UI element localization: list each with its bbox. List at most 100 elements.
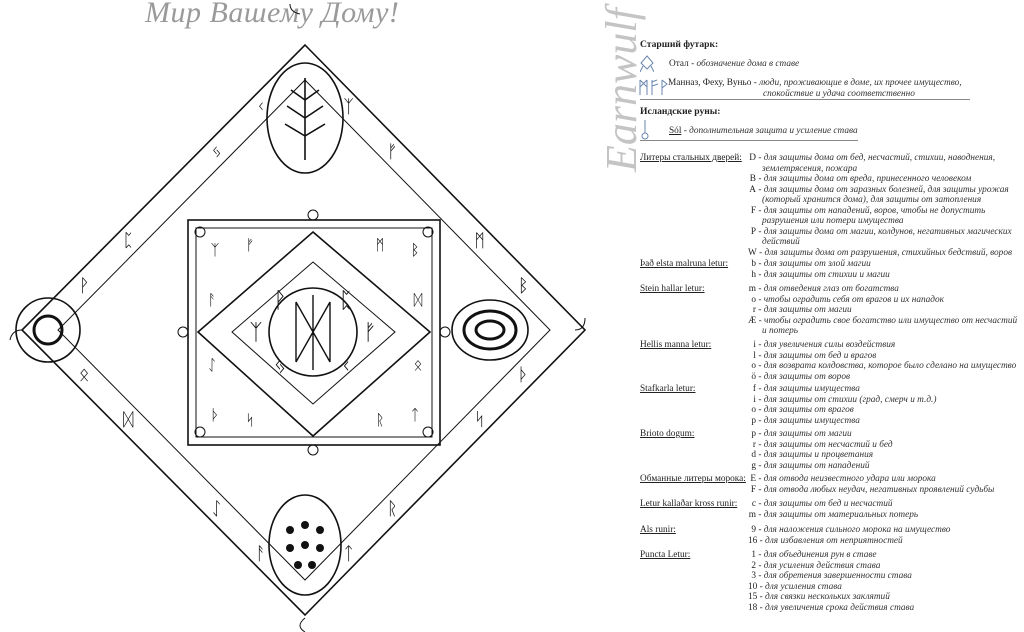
rune-glyph: ᚱ — [387, 499, 398, 520]
dot-circle-mark — [194, 226, 206, 238]
rune-glyph: ᚹ — [79, 275, 90, 296]
legend-item: 16 - для избавления от неприятностей — [748, 535, 903, 546]
dot-circle-mark — [194, 426, 206, 438]
rune-glyph: ᛋ — [245, 411, 254, 429]
legend-item: r - для защиты от магии — [752, 305, 852, 315]
top-leaf-egg — [266, 62, 344, 174]
page-title: Мир Вашему Дому! — [145, 0, 400, 29]
legend-item: b - для защиты от злой магии — [751, 259, 871, 269]
rune-glyph: ᚱ — [375, 411, 384, 429]
legend-item: h - для защиты от стихии и магии — [751, 269, 890, 280]
othala-entry: Отал - обозначение дома в ставе — [669, 59, 800, 69]
rune-glyph: ᚠ — [387, 141, 398, 162]
legend-item: F - для защиты от нападений, воров, чтоб… — [750, 205, 986, 227]
legend-item: o - чтобы оградить себя от врагов и их н… — [751, 294, 944, 305]
legend-item: P - для защиты дома от магии, колдунов, … — [750, 226, 1012, 248]
core-diamond — [231, 261, 396, 405]
rune-glyph: ᛉ — [210, 241, 219, 259]
tree-icon — [284, 78, 326, 160]
sol-entry: Sól - дополнительная защита и усиление с… — [669, 126, 858, 136]
rune-glyph: ᛈ — [339, 288, 352, 313]
rune-glyph: ᛟ — [413, 356, 422, 374]
legend-item: F - для отвода любых неудач, негативных … — [750, 484, 995, 495]
legend-item: i - для увеличения силы воздействия — [753, 340, 896, 350]
legend-item: 2 - для усиления действия става — [751, 560, 881, 571]
dot-circle-mark — [422, 226, 434, 238]
rune-glyph: ᛇ — [207, 356, 216, 374]
section-label: Обманные литеры морока: — [640, 474, 746, 484]
mannaz-entry: Манназ, Феху, Вуньо - люди, проживающие … — [668, 78, 962, 88]
rune-glyph: ᛏ — [343, 543, 354, 564]
legend-item: 10 - для усиления става — [748, 581, 842, 592]
rune-glyph: ᛃ — [273, 354, 286, 379]
legend-item: W - для защиты дома от разрушения, стихи… — [748, 247, 1013, 258]
elder-futhark-heading: Старший футарк: — [640, 39, 719, 50]
legend-item: i - для защиты от стихии (град, смерч и … — [753, 394, 937, 405]
rune-glyph: ᚨ — [207, 291, 216, 309]
section-label: Als runir: — [640, 525, 676, 535]
mannaz-entry-cont: спокойствие и удача соответственно — [763, 89, 915, 99]
dot-circle-mark — [177, 326, 189, 338]
legend-item: 3 - для обретения завершенности става — [751, 571, 912, 581]
rune-glyph: ᚠ — [363, 320, 376, 345]
rune-glyph: ᛞ — [123, 409, 134, 430]
legend-item: p - для защиты от магии — [751, 429, 852, 439]
section-label: Puncta Letur: — [640, 550, 691, 560]
rune-glyph: ᛏ — [410, 406, 419, 424]
rune-glyph: ᛗ — [474, 231, 485, 252]
rune-glyph: ᛒ — [410, 241, 419, 259]
section-label: Stein hallar letur: — [640, 284, 705, 294]
legend-item: d - для защиты и процветания — [751, 450, 874, 460]
mannaz-fehu-wunjo-runes-icon — [639, 79, 668, 95]
rune-glyph: ᛒ — [518, 275, 529, 296]
legend-item: D - для защиты дома от бед, несчастий, с… — [749, 153, 996, 174]
legend-item: m - для отведения глаз от богатства — [748, 284, 899, 294]
rune-glyph: ᛞ — [413, 291, 422, 309]
left-circle — [15, 297, 81, 363]
rune-glyph: ᚹ — [273, 288, 286, 313]
legend-item: o - для защиты от врагов — [751, 405, 854, 415]
sol-rune-icon — [641, 120, 649, 140]
bottom-egg — [268, 494, 342, 596]
legend-item: g - для защиты от нападений — [751, 460, 870, 471]
right-oval — [451, 299, 529, 361]
legend-item: Æ - чтобы оградить свое богатство или им… — [748, 315, 1018, 337]
legend-item: l - для защиты от бед и врагов — [753, 350, 877, 361]
section-label: Литеры стальных дверей: — [640, 153, 742, 163]
dot-circle-mark — [307, 209, 319, 221]
section-label: Stafkarla letur: — [640, 384, 696, 394]
rune-glyph: ᛈ — [123, 231, 134, 252]
inner-square — [195, 227, 433, 438]
section-label: Hellis manna letur: — [640, 340, 712, 350]
legend-item: ö - для защиты от воров — [751, 371, 851, 382]
rune-glyph: ᚨ — [255, 543, 266, 564]
divider — [640, 140, 858, 141]
icelandic-heading: Исландские руны: — [640, 106, 721, 117]
dot-circle-mark — [307, 444, 319, 456]
legend-item: 1 - для объединения рун в ставе — [751, 550, 877, 560]
rune-glyph: ᚠ — [245, 236, 254, 254]
inner-band-diamond — [57, 79, 551, 581]
legend-item: B - для защиты дома от вреда, принесенно… — [749, 174, 972, 184]
legend-item: E - для отвода неизвестного удара или мо… — [750, 474, 936, 484]
dot-circle-mark — [422, 426, 434, 438]
othala-rune-icon — [640, 55, 654, 73]
outer-diamond — [20, 43, 587, 617]
rune-glyph: ᚦ — [518, 365, 529, 386]
inner-diamond — [196, 230, 432, 438]
legend-item: 15 - для связки нескольких заклятий — [748, 592, 890, 602]
rune-glyph: ᚦ — [210, 406, 219, 424]
rune-glyph: ᛇ — [211, 499, 222, 520]
divider — [640, 99, 970, 100]
legend-item: f - для защиты имущества — [752, 384, 860, 394]
rune-glyph: ᚲ — [339, 354, 352, 379]
legend-item: o - для возврата колдовства, которое был… — [751, 361, 1017, 371]
rune-glyph: ᛃ — [211, 141, 222, 162]
section-label: Það elsta malruna letur: — [640, 259, 729, 269]
rune-glyph: ᛉ — [249, 320, 262, 345]
legend-item: 9 - для наложения сильного морока на иму… — [751, 525, 951, 535]
legend-item: c - для защиты от бед и несчастий — [751, 499, 893, 509]
rune-glyph: ᛋ — [474, 409, 485, 430]
legend-item: 18 - для увеличения срока действия става — [748, 602, 915, 613]
